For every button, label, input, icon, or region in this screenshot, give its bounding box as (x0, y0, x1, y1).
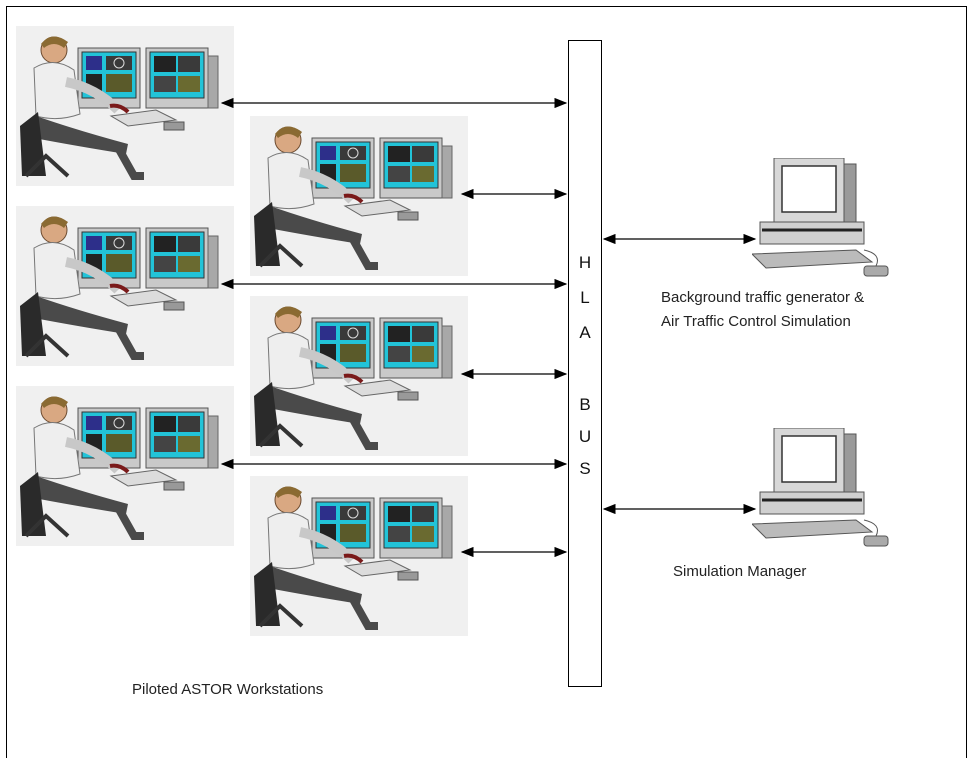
bus-letter: U (578, 427, 592, 446)
bus-letter: L (580, 288, 590, 307)
simulation-manager-label: Simulation Manager (673, 563, 807, 580)
bus-letter: H (578, 253, 592, 272)
traffic-generator-label-line1: Background traffic generator & (661, 289, 865, 306)
pilot-workstation-5-icon (16, 386, 234, 546)
pilot-workstation-3-icon (16, 206, 234, 366)
traffic-generator-label: Background traffic generator & Air Traff… (661, 286, 864, 334)
diagram-frame (6, 6, 967, 758)
bus-letter: S (579, 459, 591, 478)
pilot-workstation-1-icon (16, 26, 234, 186)
traffic-generator-label-line2: Air Traffic Control Simulation (661, 313, 851, 330)
workstations-label: Piloted ASTOR Workstations (132, 681, 324, 698)
pilot-workstation-2-icon (250, 116, 468, 276)
bus-letter: B (579, 395, 591, 414)
pilot-workstation-4-icon (250, 296, 468, 456)
bus-letter: A (579, 323, 591, 342)
pilot-workstation-6-icon (250, 476, 468, 636)
hla-bus: H L A B U S (568, 40, 602, 687)
